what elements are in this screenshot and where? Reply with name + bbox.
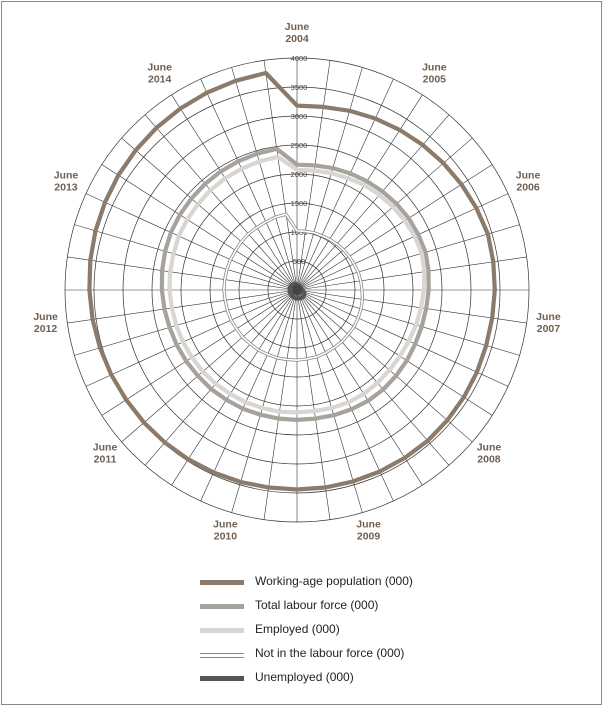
grid-spoke (74, 289, 298, 356)
grid-spoke (144, 289, 298, 466)
legend-swatch-employed (200, 628, 244, 633)
grid-spoke (85, 193, 298, 291)
grid-spoke (296, 60, 331, 291)
grid-spoke (296, 289, 394, 502)
grid-spoke (101, 289, 298, 416)
grid-spoke (296, 289, 527, 324)
grid-spoke (121, 289, 298, 443)
legend: Working-age population (000) Total labou… (200, 572, 520, 692)
grid-spoke (296, 289, 493, 416)
legend-swatch-unemployed (200, 676, 244, 681)
tick-label: 3000 (291, 112, 308, 121)
grid-spoke (200, 289, 298, 502)
tick-label: 500 (293, 257, 306, 266)
grid-spoke (231, 67, 298, 291)
legend-label: Employed (000) (255, 622, 340, 636)
grid-spoke (67, 289, 298, 324)
grid-spoke (296, 224, 520, 291)
grid-spoke (296, 289, 509, 387)
grid-spoke (231, 289, 298, 513)
tick-label: 3500 (291, 83, 308, 92)
series-employed (167, 154, 427, 415)
series-not-in-the-labour-force-inner (223, 213, 364, 362)
grid-spoke (296, 94, 423, 291)
legend-item: Unemployed (000) (200, 668, 520, 692)
grid-spoke (171, 289, 298, 486)
legend-swatch-working-age (200, 580, 244, 585)
grid-spoke (296, 289, 520, 356)
legend-item: Not in the labour force (000) (200, 644, 520, 668)
series-working-age-population (87, 70, 497, 492)
legend-swatch-not-in-labour-force (200, 653, 244, 658)
grid-spoke (296, 78, 394, 291)
grid-spoke (101, 164, 298, 291)
grid-spoke (296, 67, 363, 291)
tick-label: 2500 (291, 141, 308, 150)
grid-spoke (67, 256, 298, 291)
grid-spoke (144, 114, 298, 291)
legend-item: Employed (000) (200, 620, 520, 644)
grid-spoke (171, 94, 298, 291)
grid-spoke (263, 60, 298, 291)
legend-swatch-labour-force (200, 604, 244, 609)
grid-spoke (296, 164, 493, 291)
tick-label: 4000 (291, 54, 308, 63)
legend-label: Not in the labour force (000) (255, 646, 405, 660)
legend-label: Working-age population (000) (255, 574, 413, 588)
grid-spoke (121, 137, 298, 291)
grid-spoke (200, 78, 298, 291)
grid-spoke (296, 193, 509, 291)
grid-spoke (296, 289, 473, 443)
grid-spoke (296, 289, 450, 466)
legend-item: Total labour force (000) (200, 596, 520, 620)
legend-label: Unemployed (000) (255, 670, 354, 684)
grid-spoke (296, 137, 473, 291)
legend-item: Working-age population (000) (200, 572, 520, 596)
grid-spoke (74, 224, 298, 291)
tick-label: 1500 (291, 199, 308, 208)
grid-spoke (296, 289, 331, 520)
center-hub (292, 285, 302, 295)
grid-spoke (296, 289, 423, 486)
series-total-labour-force (159, 146, 431, 422)
grid-spoke (263, 289, 298, 520)
grid-spoke (85, 289, 298, 387)
grid-spoke (296, 256, 527, 291)
legend-label: Total labour force (000) (255, 598, 379, 612)
grid-spoke (296, 289, 363, 513)
tick-label: 2000 (291, 170, 308, 179)
